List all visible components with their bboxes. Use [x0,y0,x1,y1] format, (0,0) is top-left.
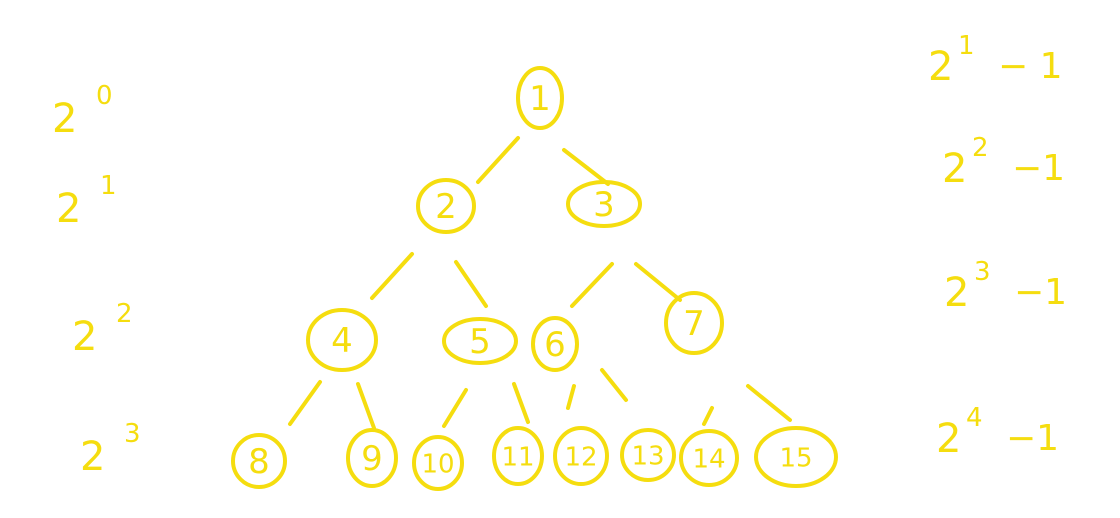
node-circle [620,428,676,482]
tree-node-15: 15 [754,426,838,488]
tree-node-11: 11 [492,426,544,486]
node-label: 5 [469,322,491,362]
tree-node-14: 14 [679,429,739,487]
tree-edge [562,148,610,186]
node-label: 1 [529,79,551,119]
tree-node-13: 13 [620,428,676,482]
node-label: 2 [435,187,457,227]
node-circle [346,428,398,488]
tree-node-8: 8 [231,433,287,489]
label-exponent: 1 [100,171,117,201]
label-base: 2 [56,186,81,232]
tree-node-10: 10 [412,435,464,491]
node-circle [492,426,544,486]
node-label: 11 [501,442,534,472]
node-circle [664,291,724,355]
node-label: 15 [779,443,812,473]
node-circle [531,316,579,372]
node-label: 6 [544,325,566,365]
label-tail: − 1 [998,46,1063,87]
node-circle [412,435,464,491]
tree-node-5: 5 [442,317,518,365]
tree-edge [476,136,520,184]
label-base: 2 [72,314,97,360]
node-label: 7 [683,304,705,344]
node-label: 13 [631,441,664,471]
tree-edge [454,260,488,308]
tree-edge [566,384,576,410]
node-circle [754,426,838,488]
tree-node-12: 12 [553,426,609,486]
label-exponent: 4 [966,403,983,433]
node-circle [306,308,378,372]
tree-edge [512,382,530,424]
node-label: 14 [692,444,725,474]
tree-node-4: 4 [306,308,378,372]
tree-edge [442,388,468,428]
tree-node-9: 9 [346,428,398,488]
node-circle [679,429,739,487]
node-circle [566,180,642,228]
label-tail: −1 [1006,418,1059,459]
label-tail: −1 [1012,148,1065,189]
tree-edge [356,382,376,430]
node-circle [553,426,609,486]
tree-edge [600,368,628,402]
tree-node-7: 7 [664,291,724,355]
label-base: 2 [52,96,77,142]
label-base: 2 [936,416,961,462]
node-label: 9 [361,439,383,479]
node-label: 4 [331,321,353,361]
label-exponent: 2 [972,133,989,163]
tree-edge [370,252,414,300]
label-exponent: 0 [96,81,113,111]
label-tail: −1 [1014,272,1067,313]
tree-edges [288,136,792,430]
tree-edge [702,406,714,426]
node-circle [231,433,287,489]
label-exponent: 2 [116,299,133,329]
node-label: 3 [593,185,615,225]
node-circle [516,66,564,130]
label-base: 2 [942,146,967,192]
label-exponent: 3 [124,419,141,449]
tree-edge [746,384,792,422]
tree-edge [570,262,614,308]
tree-edge [634,262,682,302]
node-circle [416,178,476,234]
tree-node-3: 3 [566,180,642,228]
tree-edge [288,380,322,426]
node-label: 12 [564,442,597,472]
tree-node-6: 6 [531,316,579,372]
label-exponent: 3 [974,257,991,287]
label-base: 2 [928,44,953,90]
tree-node-1: 1 [516,66,564,130]
label-exponent: 1 [958,31,975,61]
label-base: 2 [80,434,105,480]
node-circle [442,317,518,365]
tree-node-2: 2 [416,178,476,234]
label-base: 2 [944,270,969,316]
node-label: 10 [421,449,454,479]
node-label: 8 [248,442,270,482]
